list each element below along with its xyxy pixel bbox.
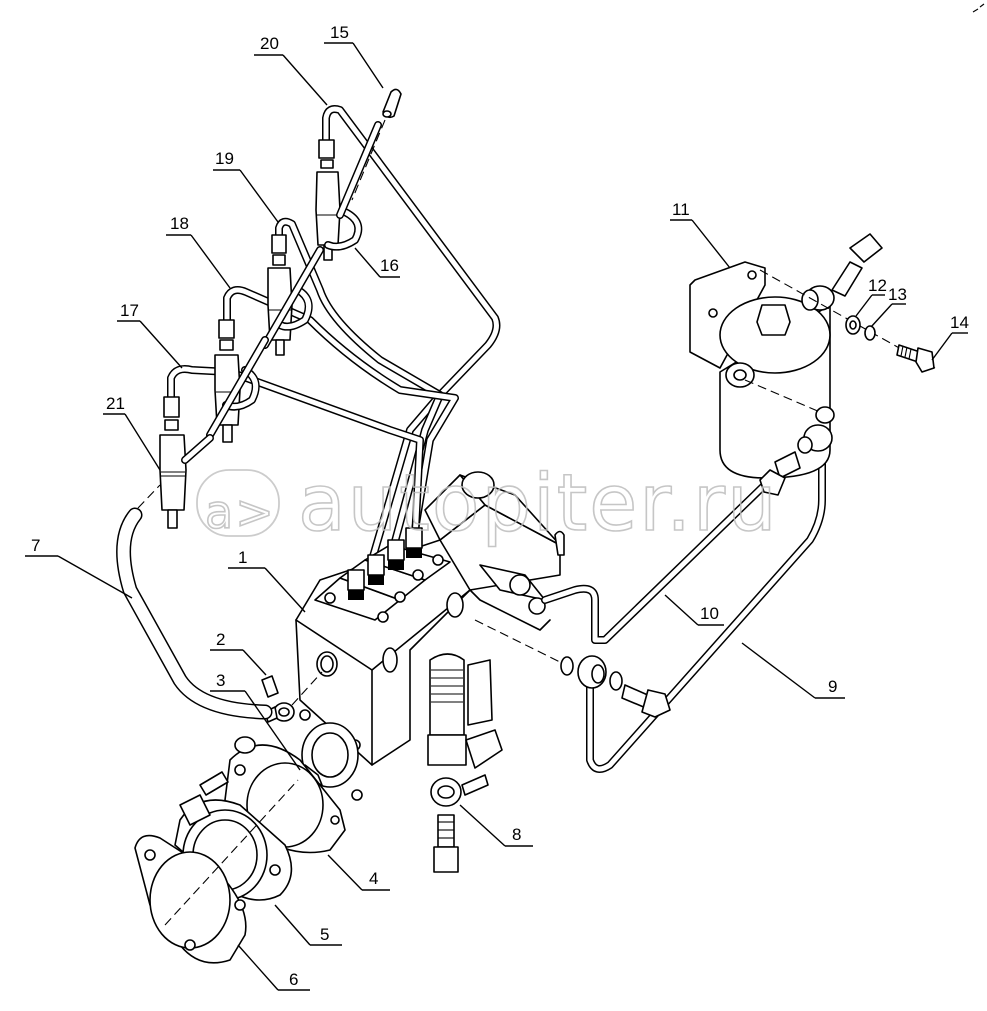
callout-label: 1 bbox=[238, 548, 247, 567]
callout-label: 4 bbox=[369, 869, 378, 888]
fuel-lines-9-10 bbox=[474, 446, 826, 773]
callout-label: 21 bbox=[106, 394, 125, 413]
corner-mark bbox=[972, 3, 985, 13]
callout-7: 7 bbox=[25, 536, 133, 599]
callout-label: 5 bbox=[320, 925, 329, 944]
callout-label: 6 bbox=[289, 970, 298, 989]
callout-3: 3 bbox=[210, 671, 301, 771]
callout-10: 10 bbox=[664, 594, 724, 626]
callout-label: 18 bbox=[170, 214, 189, 233]
callout-13: 13 bbox=[870, 285, 907, 328]
callout-label: 20 bbox=[260, 34, 279, 53]
callout-label: 3 bbox=[216, 671, 225, 690]
callout-14: 14 bbox=[931, 313, 969, 361]
callout-label: 13 bbox=[888, 285, 907, 304]
watermark-text: autopiter.ru bbox=[298, 459, 779, 549]
callout-label: 11 bbox=[672, 200, 690, 219]
callout-15: 15 bbox=[324, 23, 384, 89]
injection-pump-body bbox=[295, 471, 565, 801]
callout-label: 9 bbox=[828, 677, 837, 696]
gasket-6 bbox=[134, 779, 299, 964]
callout-12: 12 bbox=[855, 276, 887, 317]
callout-label: 16 bbox=[380, 256, 399, 275]
callout-20: 20 bbox=[254, 34, 328, 106]
callout-label: 14 bbox=[950, 313, 969, 332]
callout-1: 1 bbox=[228, 548, 306, 613]
callout-18: 18 bbox=[166, 214, 231, 289]
callout-label: 12 bbox=[868, 276, 887, 295]
callout-19: 19 bbox=[213, 149, 279, 223]
callout-label: 7 bbox=[31, 536, 40, 555]
callout-label: 8 bbox=[512, 825, 521, 844]
callout-17: 17 bbox=[117, 301, 183, 369]
injector-2 bbox=[214, 319, 241, 443]
callout-label: 15 bbox=[330, 23, 349, 42]
callout-label: 17 bbox=[120, 301, 139, 320]
plug-cap bbox=[351, 88, 402, 201]
fuel-hose-7 bbox=[116, 484, 273, 720]
watermark: a> autopiter.ru bbox=[196, 458, 779, 550]
callout-16: 16 bbox=[354, 247, 400, 278]
callouts: 1 2 3 4 5 6 7 bbox=[25, 23, 969, 991]
washer-12 bbox=[845, 315, 861, 335]
leak-off-return-line bbox=[181, 121, 382, 464]
fuel-filter-11 bbox=[689, 233, 936, 496]
callout-6: 6 bbox=[237, 944, 310, 991]
injector-1 bbox=[159, 396, 187, 529]
spring-washer-13 bbox=[864, 325, 876, 341]
callout-11: 11 bbox=[670, 200, 731, 269]
callout-label: 2 bbox=[216, 630, 225, 649]
callout-2: 2 bbox=[210, 630, 267, 676]
callout-label: 10 bbox=[700, 604, 719, 623]
callout-5: 5 bbox=[274, 904, 342, 946]
callout-21: 21 bbox=[103, 394, 161, 471]
high-pressure-lines bbox=[167, 105, 501, 564]
callout-label: 19 bbox=[215, 149, 234, 168]
watermark-logo: a> bbox=[205, 485, 276, 539]
callout-4: 4 bbox=[327, 854, 390, 891]
callout-8: 8 bbox=[459, 804, 533, 847]
bolt-14 bbox=[896, 344, 935, 373]
callout-9: 9 bbox=[741, 642, 845, 699]
hand-priming-pump bbox=[427, 653, 503, 873]
